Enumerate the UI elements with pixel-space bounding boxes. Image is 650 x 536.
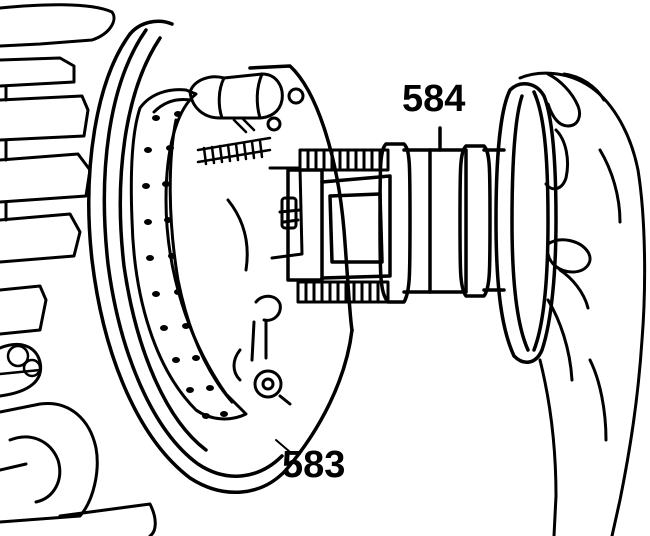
hub-flange [226,166,304,272]
tool-flange-disc [494,82,558,364]
suspension-strut [0,3,157,536]
adjuster-bolt [232,294,292,406]
brake-backing-plate [87,19,354,495]
shoe-rivet-holes [142,111,228,419]
leader-line-583 [275,439,291,453]
brake-shoe [129,88,248,421]
wheel-cylinder [188,72,305,132]
callout-584: 584 [402,78,466,120]
hand [518,71,647,536]
return-spring [196,116,272,166]
callout-583: 583 [282,444,346,486]
left-hardware [0,344,42,378]
tool-584-body [378,126,506,304]
